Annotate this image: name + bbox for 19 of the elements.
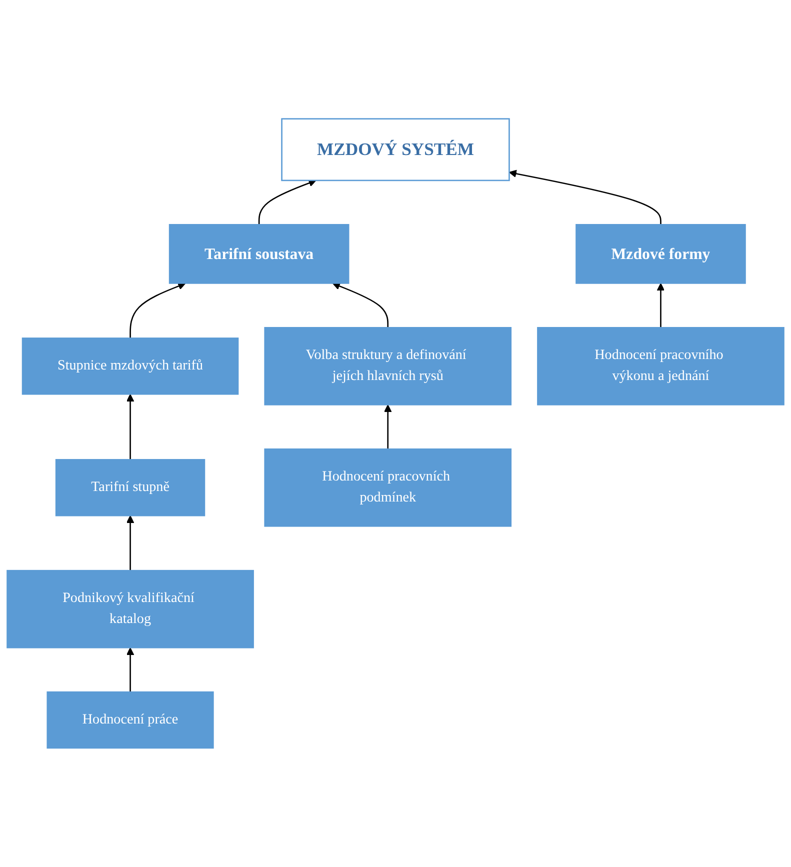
arrow — [126, 515, 134, 570]
node-box: Volba struktury a definování jejích hlavních rysů — [264, 327, 512, 406]
node-box: Hodnocení pracovních podmínek — [264, 448, 512, 527]
node-box: Hodnocení pracovního výkonu a jednání — [537, 327, 784, 406]
arrow — [656, 283, 665, 328]
arrow — [384, 404, 392, 449]
arrow — [126, 394, 134, 460]
node-box: Podnikový kvalifikační katalog — [6, 570, 254, 648]
node-box: Tarifní soustava — [168, 224, 350, 284]
arrow — [508, 170, 662, 224]
node-box: Tarifní stupně — [55, 459, 206, 516]
node-box: MZDOVÝ SYSTÉM — [281, 118, 510, 182]
node-box: Mzdové formy — [576, 224, 746, 284]
arrow — [126, 647, 134, 692]
arrow — [332, 282, 389, 328]
node-box: Stupnice mzdových tarifů — [22, 338, 239, 395]
arrow — [130, 282, 186, 338]
arrow — [258, 179, 316, 224]
node-box: Hodnocení práce — [46, 691, 214, 749]
